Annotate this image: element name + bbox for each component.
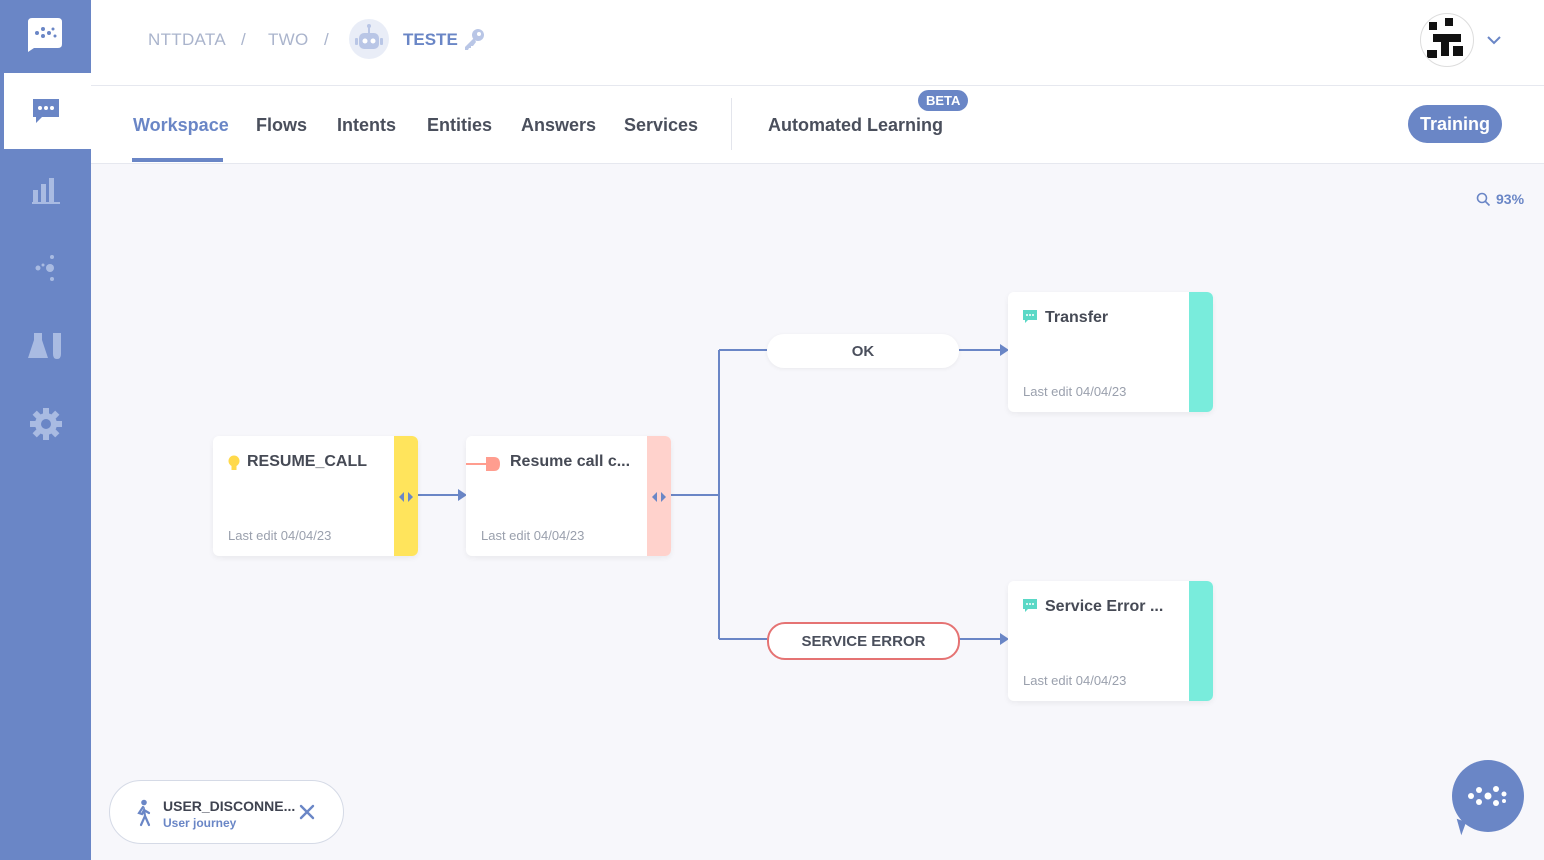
tab-divider bbox=[731, 98, 732, 150]
sidebar-item-bots[interactable] bbox=[0, 73, 91, 149]
tab-workspace[interactable]: Workspace bbox=[133, 115, 229, 135]
node-color-strip bbox=[647, 436, 671, 556]
flow-node-resume-call[interactable]: RESUME_CALL Last edit 04/04/23 bbox=[213, 436, 418, 556]
user-journey-chip[interactable]: USER_DISCONNE... User journey bbox=[109, 780, 344, 844]
training-button[interactable]: Training bbox=[1408, 105, 1502, 143]
walking-person-icon bbox=[132, 799, 154, 832]
zoom-level: 93% bbox=[1496, 191, 1525, 207]
node-color-strip bbox=[1189, 292, 1213, 412]
chat-bubble-icon bbox=[32, 99, 59, 123]
tab-automated-learning[interactable]: Automated Learning bbox=[768, 115, 944, 135]
chatbot-logo-icon bbox=[1468, 786, 1507, 806]
condition-ok[interactable]: OK bbox=[767, 334, 959, 368]
app-logo-icon[interactable] bbox=[24, 14, 64, 54]
flow-node-transfer[interactable]: Transfer Last edit 04/04/23 bbox=[1008, 292, 1213, 412]
condition-service-error[interactable]: SERVICE ERROR bbox=[767, 622, 960, 660]
node-title: Service Error ... bbox=[1045, 598, 1164, 615]
breadcrumb-separator: / bbox=[241, 30, 246, 49]
chat-assistant-button[interactable] bbox=[1452, 760, 1524, 832]
network-nodes-icon bbox=[35, 255, 54, 281]
sidebar-item-settings[interactable] bbox=[0, 386, 91, 462]
flow-node-resume-call-service[interactable]: Resume call c... Last edit 04/04/23 bbox=[466, 436, 671, 556]
plug-icon bbox=[466, 454, 502, 479]
tab-answers[interactable]: Answers bbox=[521, 115, 597, 135]
key-icon[interactable] bbox=[461, 27, 487, 58]
node-color-strip bbox=[394, 436, 418, 556]
node-last-edit: Last edit 04/04/23 bbox=[481, 528, 585, 543]
node-last-edit: Last edit 04/04/23 bbox=[1023, 384, 1127, 399]
active-tab-indicator bbox=[132, 158, 223, 162]
chat-bubble-icon bbox=[1022, 598, 1038, 619]
user-journey-name: USER_DISCONNE... bbox=[163, 798, 296, 814]
node-title: RESUME_CALL bbox=[247, 453, 368, 470]
sidebar-item-integrations[interactable] bbox=[0, 230, 91, 306]
tab-entities[interactable]: Entities bbox=[427, 115, 493, 135]
chat-bubble-icon bbox=[1022, 309, 1038, 330]
breadcrumb-bot[interactable]: TESTE bbox=[403, 30, 458, 49]
search-icon bbox=[1476, 192, 1491, 206]
sidebar-item-lab[interactable] bbox=[0, 308, 91, 384]
flow-node-service-error[interactable]: Service Error ... Last edit 04/04/23 bbox=[1008, 581, 1213, 701]
node-title: Resume call c... bbox=[510, 453, 631, 470]
sidebar-item-analytics[interactable] bbox=[0, 152, 91, 228]
tab-intents[interactable]: Intents bbox=[337, 115, 397, 135]
breadcrumb-workspace[interactable]: TWO bbox=[268, 30, 309, 49]
top-header: NTTDATA / TWO / TESTE bbox=[91, 0, 1544, 86]
bar-chart-icon bbox=[31, 178, 60, 204]
zoom-control[interactable]: 93% bbox=[1476, 191, 1524, 207]
sidebar bbox=[0, 0, 91, 860]
node-color-strip bbox=[1189, 581, 1213, 701]
user-avatar[interactable] bbox=[1420, 13, 1474, 67]
lightbulb-icon bbox=[227, 455, 241, 478]
breadcrumb-separator: / bbox=[324, 30, 329, 49]
chevron-down-icon[interactable] bbox=[1485, 31, 1503, 54]
close-icon[interactable] bbox=[298, 803, 316, 826]
tab-services[interactable]: Services bbox=[624, 115, 699, 135]
user-journey-label: User journey bbox=[163, 816, 237, 830]
main-tabs: Workspace Flows Intents Entities Answers… bbox=[91, 86, 1544, 164]
expand-handle-icon[interactable] bbox=[398, 490, 414, 508]
gear-icon bbox=[29, 408, 62, 440]
expand-handle-icon[interactable] bbox=[651, 490, 667, 508]
node-last-edit: Last edit 04/04/23 bbox=[1023, 673, 1127, 688]
beta-badge: BETA bbox=[918, 90, 969, 111]
node-last-edit: Last edit 04/04/23 bbox=[228, 528, 332, 543]
breadcrumb-org[interactable]: NTTDATA bbox=[148, 30, 226, 49]
bot-avatar-icon bbox=[349, 19, 389, 59]
tab-flows[interactable]: Flows bbox=[256, 115, 308, 135]
node-title: Transfer bbox=[1045, 309, 1109, 326]
flask-icon bbox=[27, 333, 61, 359]
